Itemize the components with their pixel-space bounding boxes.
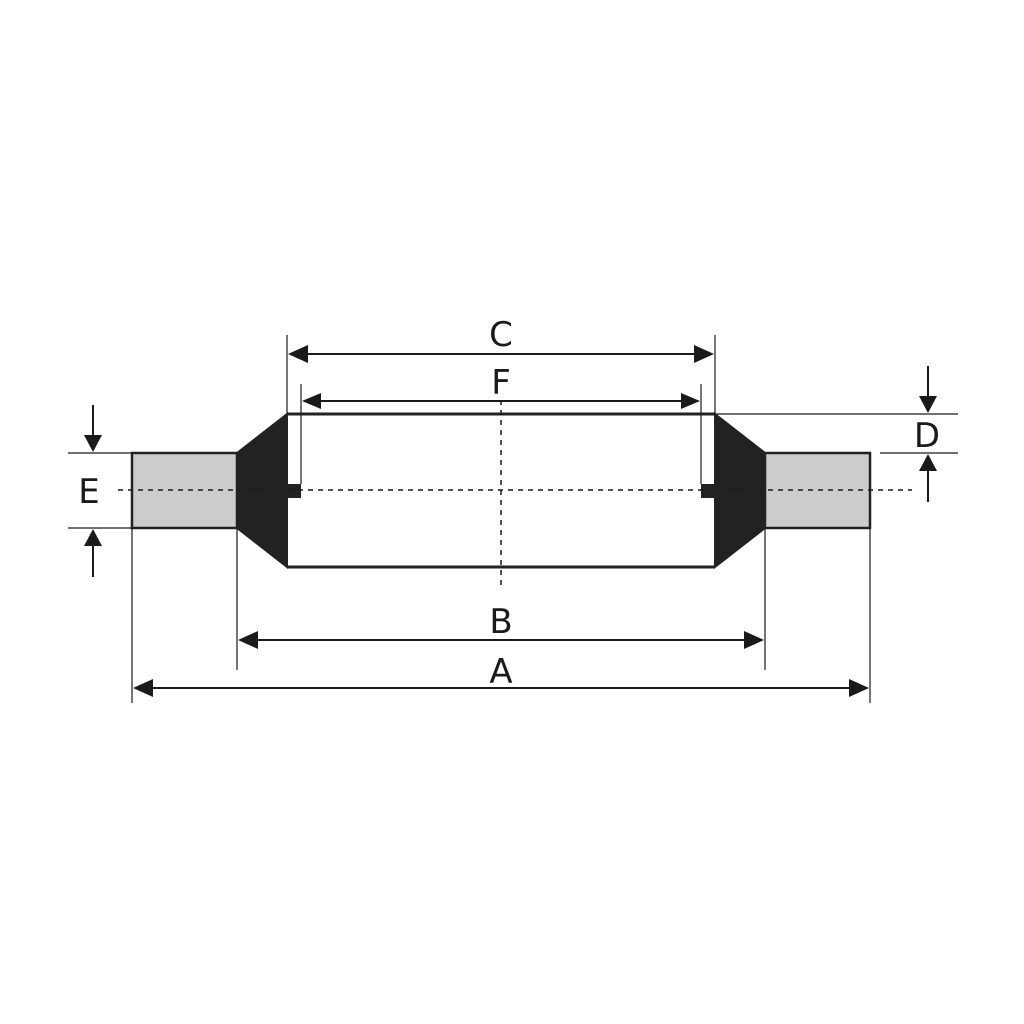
arrowhead-e-upper [84, 435, 102, 452]
label-d: D [914, 416, 940, 456]
right-inner-notch [701, 484, 715, 498]
arrowhead-f-left [302, 393, 321, 409]
label-a: A [489, 652, 512, 692]
dimension-c: C [288, 315, 714, 363]
arrowhead-b-left [238, 631, 258, 649]
dimension-d: D [914, 366, 940, 502]
label-e: E [78, 472, 99, 512]
left-inner-notch [287, 484, 301, 498]
dimension-a: A [133, 652, 869, 697]
arrowhead-d-lower [919, 454, 937, 471]
arrowhead-e-lower [84, 529, 102, 546]
label-c: C [489, 315, 513, 355]
arrowhead-c-left [288, 345, 308, 363]
arrowhead-d-upper [919, 396, 937, 413]
arrowhead-a-right [849, 679, 869, 697]
label-f: F [491, 363, 511, 403]
dimension-b: B [238, 602, 764, 649]
arrowhead-f-right [681, 393, 700, 409]
dimension-e: E [78, 405, 102, 577]
dimension-f: F [302, 363, 700, 409]
arrowhead-a-left [133, 679, 153, 697]
arrowhead-c-right [694, 345, 714, 363]
arrowhead-b-right [744, 631, 764, 649]
label-b: B [489, 602, 512, 642]
